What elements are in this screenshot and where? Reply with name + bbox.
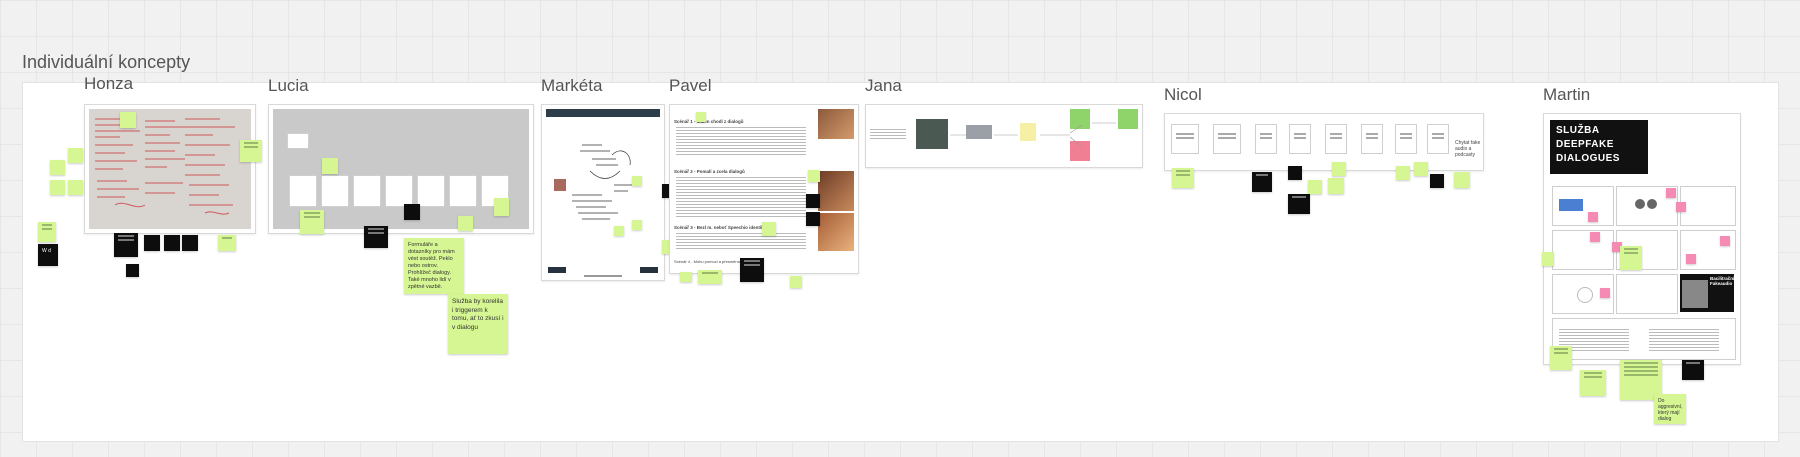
sticky-note[interactable] bbox=[632, 176, 642, 186]
sticky-note[interactable] bbox=[38, 222, 56, 242]
sticky-note-pink[interactable] bbox=[1686, 254, 1696, 264]
sticky-note-pink[interactable] bbox=[1676, 202, 1686, 212]
sticky-note-pink[interactable] bbox=[1588, 212, 1598, 222]
sticky-note-dark[interactable] bbox=[144, 235, 160, 251]
sticky-note[interactable] bbox=[696, 112, 706, 122]
sticky-note-dark[interactable] bbox=[126, 264, 139, 277]
sticky-note[interactable] bbox=[458, 216, 473, 231]
sticky-note[interactable] bbox=[1328, 178, 1344, 194]
sticky-note[interactable] bbox=[50, 160, 65, 175]
sticky-note[interactable] bbox=[1414, 162, 1428, 176]
sticky-note-dark[interactable] bbox=[1682, 360, 1704, 380]
sticky-note[interactable] bbox=[1580, 370, 1606, 396]
sticky-note-aggresivni[interactable]: Do aggresivní, který mají dialog bbox=[1654, 394, 1686, 424]
sticky-note[interactable] bbox=[68, 180, 83, 195]
sticky-note[interactable] bbox=[1332, 162, 1346, 176]
pavel-board[interactable]: Scénář 1 - Malen chodí z dialogů Scénář … bbox=[669, 104, 859, 274]
nicol-board[interactable]: Chytat fake audio a podcasty bbox=[1164, 113, 1484, 171]
sticky-note[interactable] bbox=[1620, 246, 1642, 270]
sticky-note[interactable] bbox=[300, 210, 324, 234]
sticky-note-pink[interactable] bbox=[1612, 242, 1622, 252]
sticky-note-dark[interactable] bbox=[806, 212, 820, 226]
sticky-note[interactable] bbox=[1172, 168, 1194, 188]
sticky-note[interactable] bbox=[632, 220, 642, 230]
lucia-board[interactable] bbox=[268, 104, 534, 234]
section-title: Individuální koncepty bbox=[22, 52, 191, 72]
column-name-lucia: Lucia bbox=[268, 76, 309, 95]
sticky-note-dark[interactable] bbox=[182, 235, 198, 251]
booth-image bbox=[916, 119, 948, 149]
sticky-note[interactable] bbox=[808, 170, 820, 182]
sticky-note-pink[interactable] bbox=[1600, 288, 1610, 298]
sticky-note-pink[interactable] bbox=[1666, 188, 1676, 198]
sticky-note-dark[interactable] bbox=[1252, 172, 1272, 192]
sticky-note[interactable] bbox=[322, 158, 338, 174]
column-name-honza: Honza bbox=[84, 74, 134, 93]
sticky-note-dark[interactable] bbox=[1288, 166, 1302, 180]
column-name-marketa: Markéta bbox=[541, 76, 603, 95]
sticky-note-formulare[interactable]: Formuláře a dotazníky pro mám vést soutě… bbox=[404, 238, 464, 294]
sticky-note[interactable] bbox=[1550, 346, 1572, 370]
sticky-note-dark[interactable] bbox=[114, 233, 138, 257]
column-name-martin: Martin bbox=[1543, 85, 1591, 104]
sticky-note[interactable] bbox=[762, 222, 776, 236]
sticky-note[interactable] bbox=[1620, 360, 1662, 400]
sticky-note-dark[interactable] bbox=[662, 184, 672, 198]
martin-title-card: SLUŽBA DEEPFAKE DIALOGUES bbox=[1550, 120, 1648, 174]
whiteboard-photo bbox=[89, 109, 251, 229]
sticky-note[interactable] bbox=[698, 270, 722, 284]
martin-board[interactable]: SLUŽBA DEEPFAKE DIALOGUES Bacilitrační F… bbox=[1543, 113, 1741, 365]
sticky-note-dark[interactable] bbox=[164, 235, 180, 251]
portrait-image bbox=[818, 213, 854, 251]
sticky-note[interactable] bbox=[1396, 166, 1410, 180]
sticky-note[interactable] bbox=[614, 226, 624, 236]
laptop-image bbox=[966, 125, 992, 139]
column-name-jana: Jana bbox=[865, 76, 902, 95]
jana-board[interactable] bbox=[865, 104, 1143, 168]
sticky-note[interactable] bbox=[50, 180, 65, 195]
sticky-note[interactable] bbox=[240, 140, 262, 162]
column-name-pavel: Pavel bbox=[669, 76, 712, 95]
sticky-note[interactable] bbox=[68, 148, 83, 163]
sticky-note[interactable] bbox=[218, 235, 236, 251]
portrait-image bbox=[818, 171, 854, 211]
sticky-note[interactable] bbox=[680, 272, 692, 282]
sticky-note-dark[interactable] bbox=[1288, 194, 1310, 214]
column-name-nicol: Nicol bbox=[1164, 85, 1202, 104]
sticky-note[interactable] bbox=[662, 240, 672, 254]
sticky-note-dark[interactable] bbox=[404, 204, 420, 220]
sticky-note-dark[interactable] bbox=[1430, 174, 1444, 188]
honza-board[interactable] bbox=[84, 104, 256, 234]
sticky-note-dark[interactable] bbox=[740, 258, 764, 282]
sticky-note[interactable] bbox=[1308, 180, 1322, 194]
sticky-note[interactable] bbox=[1454, 172, 1470, 188]
marketa-board[interactable] bbox=[541, 104, 665, 281]
sticky-note[interactable] bbox=[494, 198, 509, 216]
sticky-note-pink[interactable] bbox=[1720, 236, 1730, 246]
sticky-note-dark[interactable] bbox=[806, 194, 820, 208]
sticky-note-dark[interactable] bbox=[364, 226, 388, 248]
sticky-note-sluzba[interactable]: Služba by korelila i triggerem k tomu, a… bbox=[448, 294, 508, 354]
sticky-note[interactable] bbox=[1542, 252, 1554, 266]
hand-sketch bbox=[554, 144, 632, 220]
sticky-note-pink[interactable] bbox=[1590, 232, 1600, 242]
portrait-image bbox=[818, 109, 854, 139]
sticky-note[interactable] bbox=[120, 112, 136, 128]
sticky-note-dark[interactable]: W d bbox=[38, 244, 58, 266]
sticky-note[interactable] bbox=[790, 276, 802, 288]
